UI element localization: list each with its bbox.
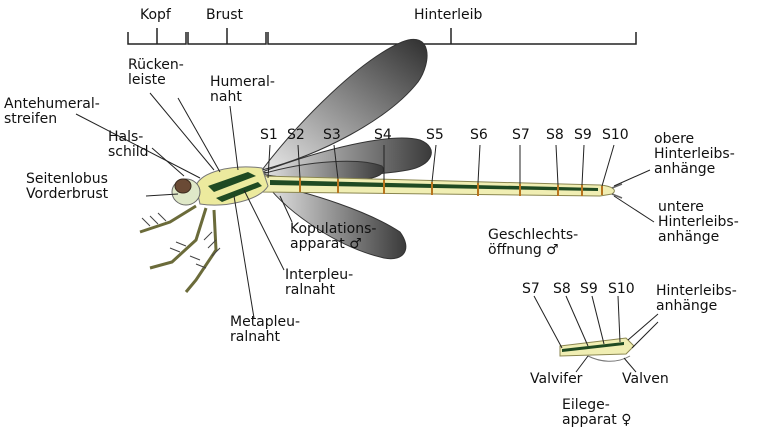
label-hinterleibsanhaenge-female: Hinterleibs- anhänge — [656, 284, 737, 314]
label-valvifer: Valvifer — [530, 372, 582, 387]
label-s8: S8 — [546, 128, 564, 143]
legs — [140, 206, 216, 292]
label-kopulationsapparat: Kopulations- apparat ♂ — [290, 222, 376, 252]
label-eilegeapparat: Eilege- apparat ♀ — [562, 398, 631, 428]
label-brust: Brust — [206, 8, 243, 23]
bracket-brust — [188, 28, 266, 44]
label-hinterleib: Hinterleib — [414, 8, 482, 23]
label-seitenlobus: Seitenlobus Vorderbrust — [26, 172, 108, 202]
label-s7: S7 — [512, 128, 530, 143]
label-female-s10: S10 — [608, 282, 635, 297]
label-female-s7: S7 — [522, 282, 540, 297]
label-interpleuralnaht: Interpleu- ralnaht — [285, 268, 353, 298]
label-halsschild: Hals- schild — [108, 130, 149, 160]
label-rueckenleiste: Rücken- leiste — [128, 58, 184, 88]
compound-eye — [175, 179, 191, 193]
label-valven: Valven — [622, 372, 669, 387]
label-s4: S4 — [374, 128, 392, 143]
bracket-kopf — [128, 28, 186, 44]
bracket-hinterleib — [268, 28, 636, 44]
label-female-s9: S9 — [580, 282, 598, 297]
ovipositor — [588, 356, 630, 361]
label-s2: S2 — [287, 128, 305, 143]
label-untere-hinterleibsanhaenge: untere Hinterleibs- anhänge — [658, 200, 739, 245]
label-s10: S10 — [602, 128, 629, 143]
label-female-s8: S8 — [553, 282, 571, 297]
label-s5: S5 — [426, 128, 444, 143]
label-metapleuralnaht: Metapleu- ralnaht — [230, 315, 300, 345]
label-s6: S6 — [470, 128, 488, 143]
label-s9: S9 — [574, 128, 592, 143]
label-antehumeralstreifen: Antehumeral- streifen — [4, 97, 100, 127]
label-geschlechtsoeffnung: Geschlechts- öffnung ♂ — [488, 228, 578, 258]
label-s3: S3 — [323, 128, 341, 143]
label-obere-hinterleibsanhaenge: obere Hinterleibs- anhänge — [654, 132, 735, 177]
label-kopf: Kopf — [140, 8, 171, 23]
label-humeralnaht: Humeral- naht — [210, 75, 275, 105]
label-s1: S1 — [260, 128, 278, 143]
